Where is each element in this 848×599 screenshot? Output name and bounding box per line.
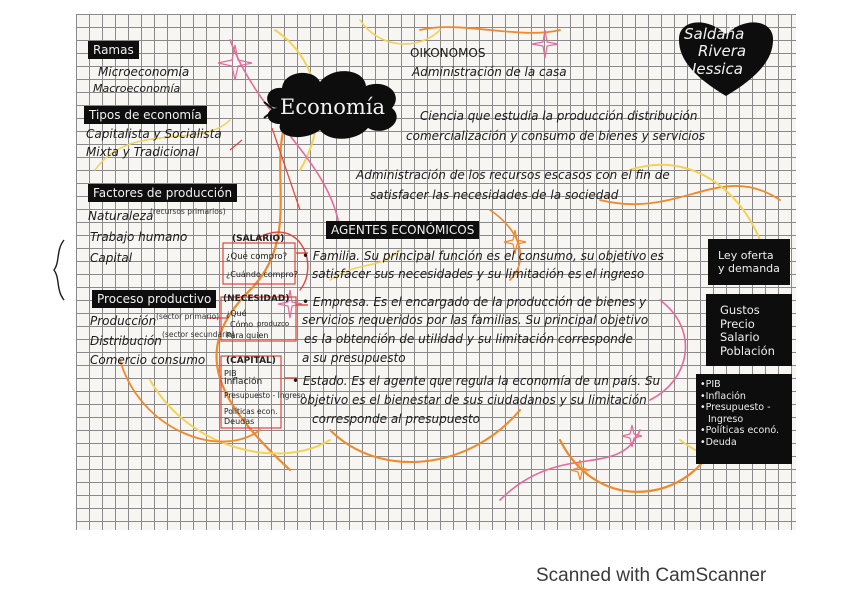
capital-item-pib: PIB (224, 369, 237, 378)
camscanner-watermark: Scanned with CamScanner (536, 565, 767, 586)
indicador-deuda: •Deuda (700, 436, 737, 448)
tipos-line-2: Mixta y Tradicional (86, 145, 199, 159)
agente-familia-line-1: • Familia. Su principal función es el co… (302, 249, 664, 263)
proceso-produccion-note: (sector primario) (156, 312, 220, 321)
factores-demanda-box: Gustos Precio Salario Población (706, 294, 792, 366)
tipos-line-1: Capitalista y Socialista (86, 127, 222, 141)
definition-line-3: Administración de los recursos escasos c… (356, 168, 670, 182)
salario-label: (SALARIO) (232, 234, 285, 244)
agente-empresa-line-2: servicios requeridos por las familias. S… (302, 313, 649, 327)
proceso-comercio: Comercio consumo (90, 353, 206, 367)
factor-precio: Precio (720, 316, 755, 331)
question-cuando-compro: ¿Cuándo compro? (226, 270, 298, 279)
oferta-demanda-box: Ley oferta y demanda (708, 239, 790, 285)
greek-meaning: Administración de la casa (412, 65, 567, 79)
ramas-item-macro: Macroeconomía (93, 82, 181, 95)
factores-naturaleza-note: (recursos primarios) (150, 207, 226, 216)
greek-word: OIKONOMOS (410, 46, 486, 60)
agente-estado-line-2: objetivo es el bienestar de sus ciudadan… (300, 393, 647, 407)
indicador-ingreso: Ingreso (708, 413, 744, 425)
agente-estado-line-3: corresponde al presupuesto (312, 412, 481, 426)
proceso-distribucion: Distribución (90, 334, 162, 348)
question-como: Cómo (230, 320, 254, 329)
factores-heading: Factores de producción (88, 184, 238, 202)
indicadores-box: •PIB •Inflación •Presupuesto - Ingreso •… (696, 374, 792, 464)
factores-capital: Capital (90, 251, 133, 265)
capital-item-deudas: Deudas (224, 417, 255, 426)
question-para-quien: Para quien (226, 331, 269, 340)
factores-naturaleza: Naturaleza (88, 209, 154, 223)
author-name-line-3: Jessica (692, 60, 743, 78)
capital-label: (CAPITAL) (226, 356, 276, 366)
factor-salario: Salario (720, 330, 760, 344)
indicador-presupuesto: •Presupuesto - (700, 402, 771, 413)
question-que: ¿Qué (226, 309, 247, 318)
agente-familia-line-2: satisfacer sus necesidades y su limitaci… (312, 267, 645, 281)
oferta-demanda-line-1: Ley oferta (718, 249, 774, 262)
agente-empresa-line-4: a su presupuesto (302, 351, 406, 365)
factor-gustos: Gustos (720, 303, 760, 317)
ramas-heading: Ramas (88, 41, 139, 59)
factores-trabajo: Trabajo humano (90, 230, 188, 244)
definition-line-4: satisfacer las necesidades de la socieda… (370, 188, 619, 202)
ramas-item-micro: Microeconomía (98, 65, 190, 79)
author-name-line-2: Rivera (698, 42, 747, 60)
capital-item-presupuesto: Presupuesto - Ingreso (224, 391, 306, 400)
page-title: Economía (280, 95, 386, 119)
capital-item-politicas: Políticas econ. (224, 407, 278, 416)
capital-item-inflacion: Inflación (224, 377, 263, 387)
factor-poblacion: Población (720, 343, 775, 358)
proceso-heading: Proceso productivo (92, 290, 217, 308)
indicador-pib: •PIB (700, 379, 721, 390)
proceso-produccion: Producción (90, 314, 157, 328)
question-que-compro: ¿Qué compro? (226, 252, 288, 262)
proceso-distribucion-note: (sector secundario) (162, 330, 235, 339)
definition-line-1: Ciencia que estudia la producción distri… (420, 109, 698, 123)
necesidad-label: (NECESIDAD) (223, 294, 290, 304)
tipos-heading: Tipos de economía (84, 106, 207, 124)
economia-cloud-shape (263, 71, 397, 139)
question-produzco: produzco (257, 320, 290, 328)
agente-empresa-line-3: es la obtención de utilidad y su limitac… (304, 332, 633, 346)
indicador-politicas: •Políticas econó. (700, 425, 780, 436)
oferta-demanda-line-2: y demanda (718, 262, 780, 275)
author-heart-shape (678, 22, 774, 96)
agente-empresa-line-1: • Empresa. Es el encargado de la producc… (302, 295, 647, 309)
agente-estado-line-1: • Estado. Es el agente que regula la eco… (292, 374, 661, 388)
definition-line-2: comercialización y consumo de bienes y s… (406, 129, 706, 143)
author-name-line-1: Saldaña (684, 25, 745, 43)
agentes-heading: AGENTES ECONÓMICOS (326, 221, 480, 239)
indicador-inflacion: •Inflación (700, 390, 746, 402)
